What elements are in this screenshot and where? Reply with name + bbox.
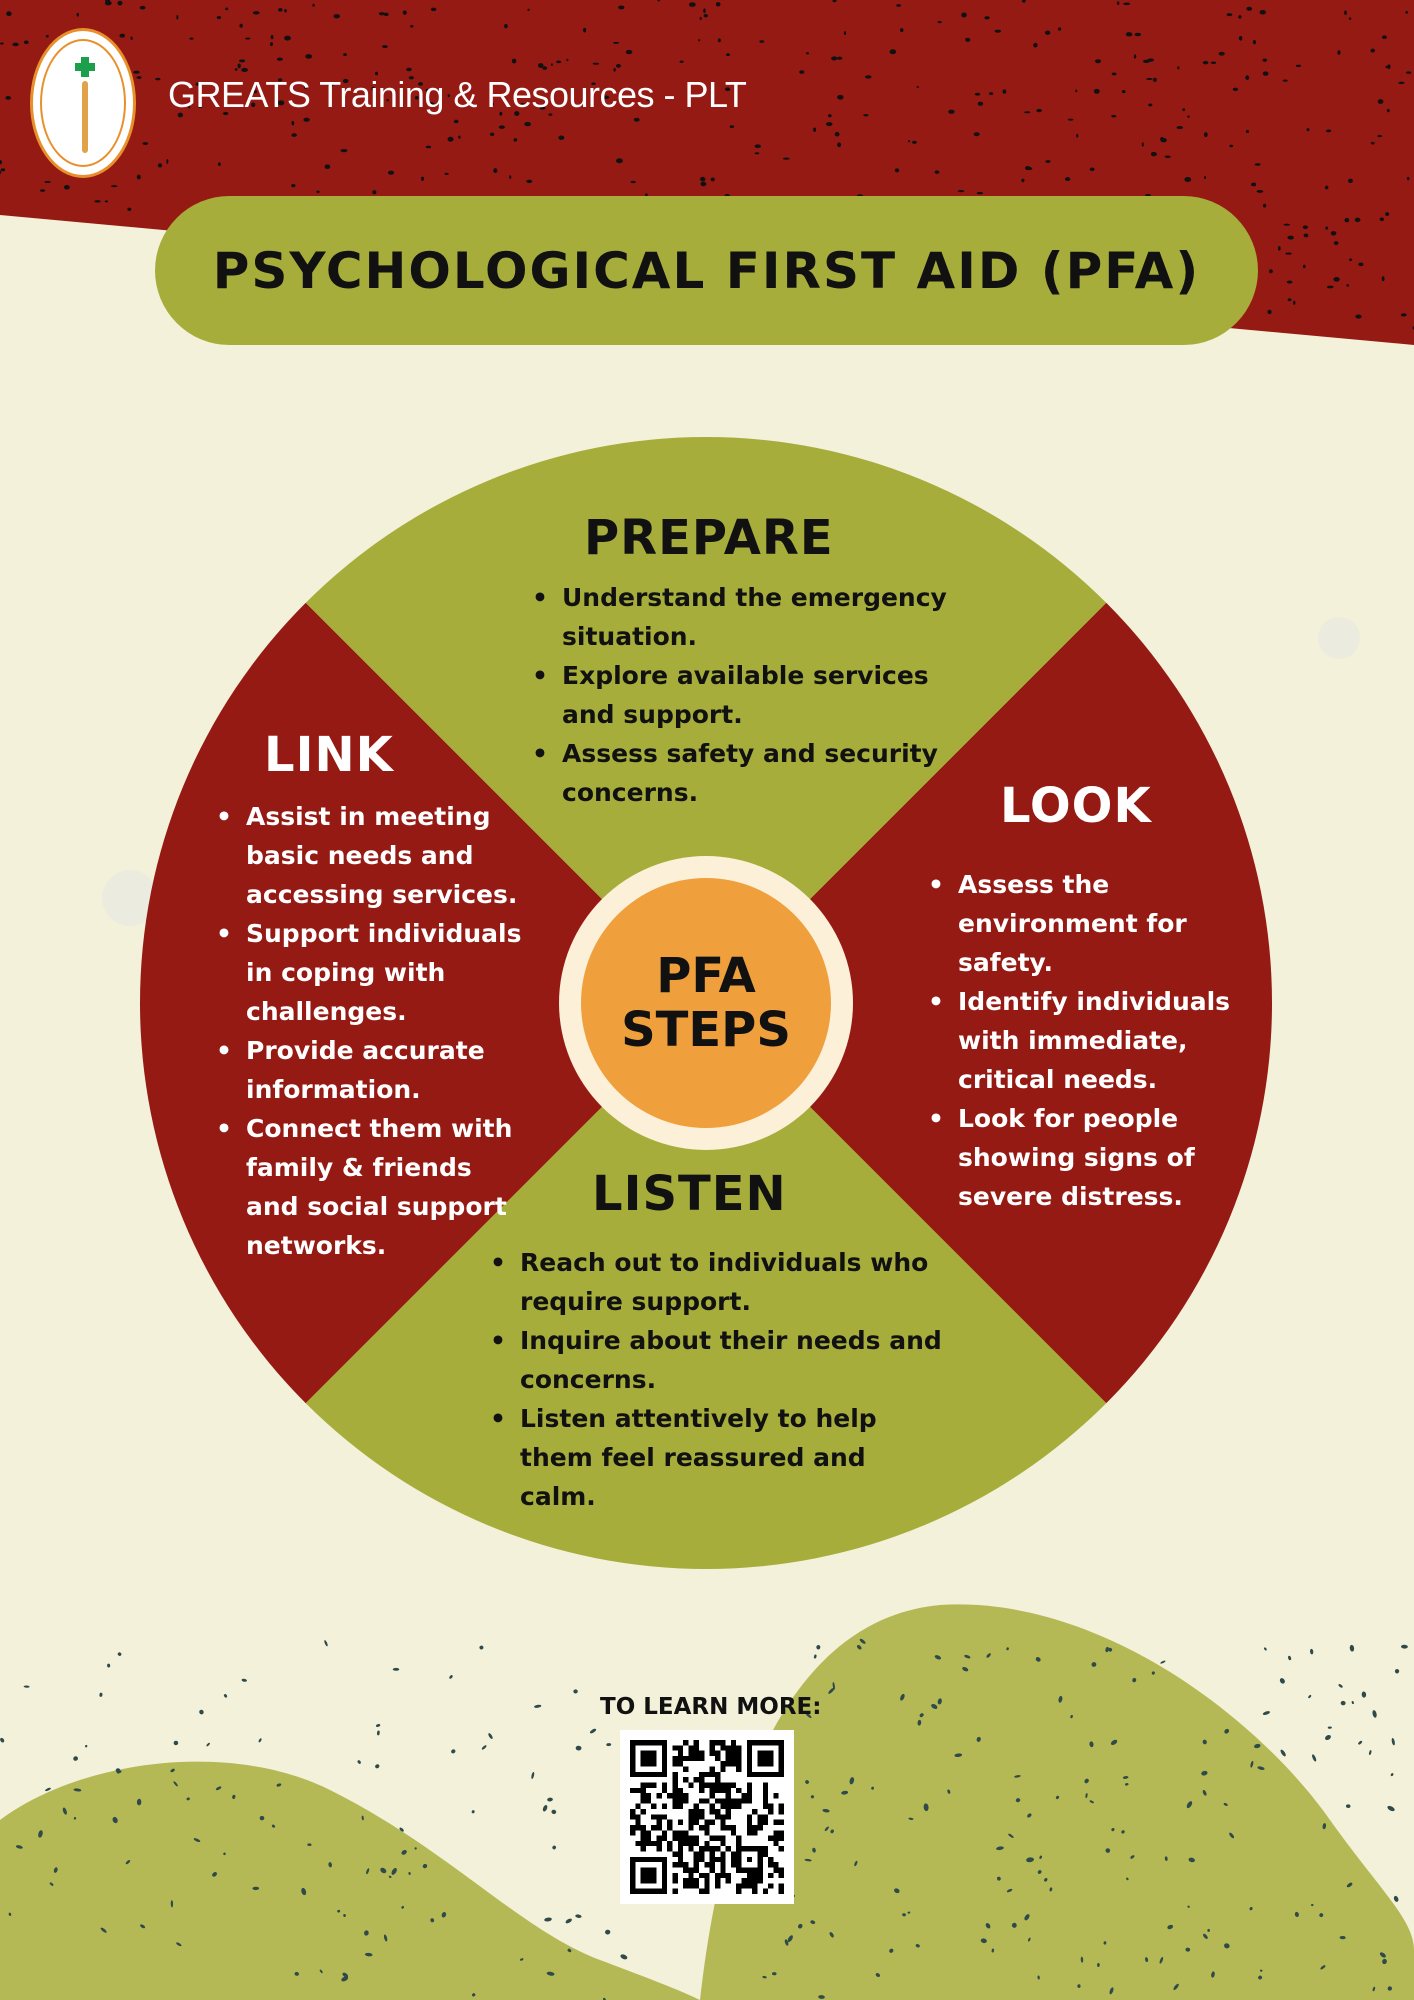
link-list: Assist in meeting basic needs and access…: [212, 797, 522, 1265]
learn-more-label: TO LEARN MORE:: [600, 1694, 822, 1720]
list-item: Reach out to individuals who require sup…: [486, 1243, 946, 1321]
list-item: Assist in meeting basic needs and access…: [212, 797, 522, 914]
blob-right: [700, 1604, 1414, 2000]
list-item: Connect them with family & friends and s…: [212, 1109, 522, 1265]
list-item: Provide accurate information.: [212, 1031, 522, 1109]
list-item: Identify individuals with immediate, cri…: [924, 982, 1234, 1099]
cross-icon: [75, 57, 95, 77]
brand-name: GREATS Training & Resources - PLT: [168, 74, 747, 115]
list-item: Explore available services and support.: [528, 656, 988, 734]
look-heading: LOOK: [1000, 778, 1152, 834]
center-line1: PFA: [656, 948, 756, 1004]
list-item: Understand the emergency situation.: [528, 578, 988, 656]
link-heading: LINK: [264, 727, 394, 783]
title-banner: PSYCHOLOGICAL FIRST AID (PFA): [155, 196, 1258, 345]
listen-list: Reach out to individuals who require sup…: [486, 1243, 946, 1516]
staff-icon: [82, 81, 88, 153]
list-item: Look for people showing signs of severe …: [924, 1099, 1234, 1216]
speckles-top: [0, 0, 1414, 330]
speckles-bottom: [0, 1638, 1408, 2000]
decor-dot: [1318, 617, 1360, 659]
list-item: Support individuals in coping with chall…: [212, 914, 522, 1031]
qr-code[interactable]: [620, 1730, 794, 1904]
list-item: Listen attentively to help them feel rea…: [486, 1399, 946, 1516]
list-item: Assess the environment for safety.: [924, 865, 1234, 982]
logo: [30, 28, 136, 178]
prepare-heading: PREPARE: [584, 510, 834, 566]
prepare-list: Understand the emergency situation. Expl…: [528, 578, 988, 812]
center-line2: STEPS: [621, 1002, 791, 1058]
blob-left: [0, 1761, 700, 2000]
listen-heading: LISTEN: [592, 1166, 787, 1222]
list-item: Inquire about their needs and concerns.: [486, 1321, 946, 1399]
look-list: Assess the environment for safety. Ident…: [924, 865, 1234, 1216]
list-item: Assess safety and security concerns.: [528, 734, 988, 812]
page-title: PSYCHOLOGICAL FIRST AID (PFA): [212, 241, 1201, 300]
